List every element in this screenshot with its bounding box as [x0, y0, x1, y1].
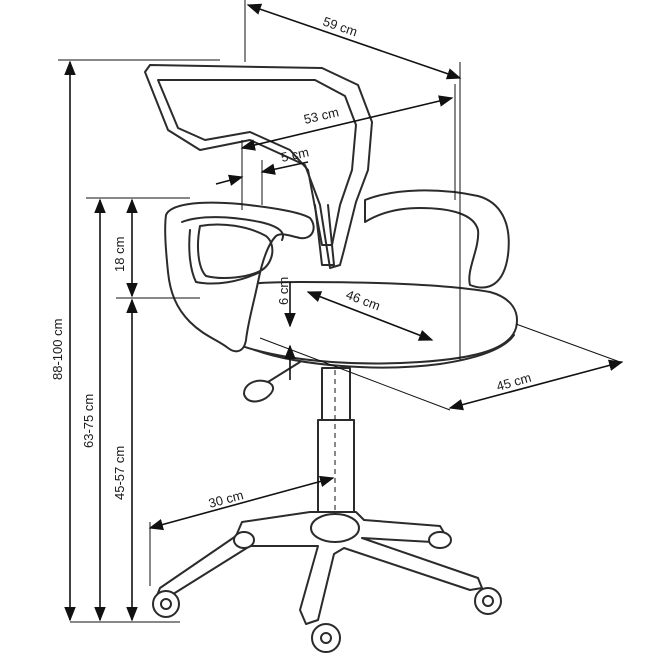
- dim-line-46: [306, 291, 434, 341]
- label-armrest-floor-height: 63-75 cm: [81, 394, 96, 448]
- label-armrest-height: 18 cm: [112, 237, 127, 272]
- dim-line-5b: [260, 161, 309, 175]
- seat-underside: [254, 334, 515, 369]
- label-top-width: 59 cm: [321, 14, 359, 40]
- label-backrest-thickness: 5 cm: [280, 144, 311, 165]
- caster-left: [152, 590, 180, 618]
- left-armrest-loop: [197, 223, 274, 279]
- dim-line-5: [215, 174, 244, 186]
- left-armrest-inner: [181, 216, 284, 285]
- caster-back-right: [428, 531, 452, 549]
- base-hub: [310, 513, 360, 543]
- caster-front: [311, 623, 341, 653]
- dim-line-59: [246, 3, 462, 80]
- label-seat-height: 45-57 cm: [112, 446, 127, 500]
- gas-cylinder-cover: [321, 367, 351, 421]
- tilt-lever: [243, 361, 301, 403]
- label-backrest-width: 53 cm: [302, 104, 340, 127]
- dimension-lines: [58, 0, 624, 623]
- right-armrest: [364, 189, 510, 289]
- dim-line-30: [148, 475, 335, 531]
- dim-line-53: [240, 95, 454, 151]
- back-support: [314, 204, 335, 266]
- dim-line-45: [448, 359, 624, 411]
- label-total-height: 88-100 cm: [50, 319, 65, 380]
- caster-back-left: [233, 531, 255, 549]
- gas-cylinder: [317, 419, 355, 521]
- label-seat-thickness: 6 cm: [276, 277, 291, 305]
- caster-right: [474, 587, 502, 615]
- chair-drawing: [144, 64, 518, 653]
